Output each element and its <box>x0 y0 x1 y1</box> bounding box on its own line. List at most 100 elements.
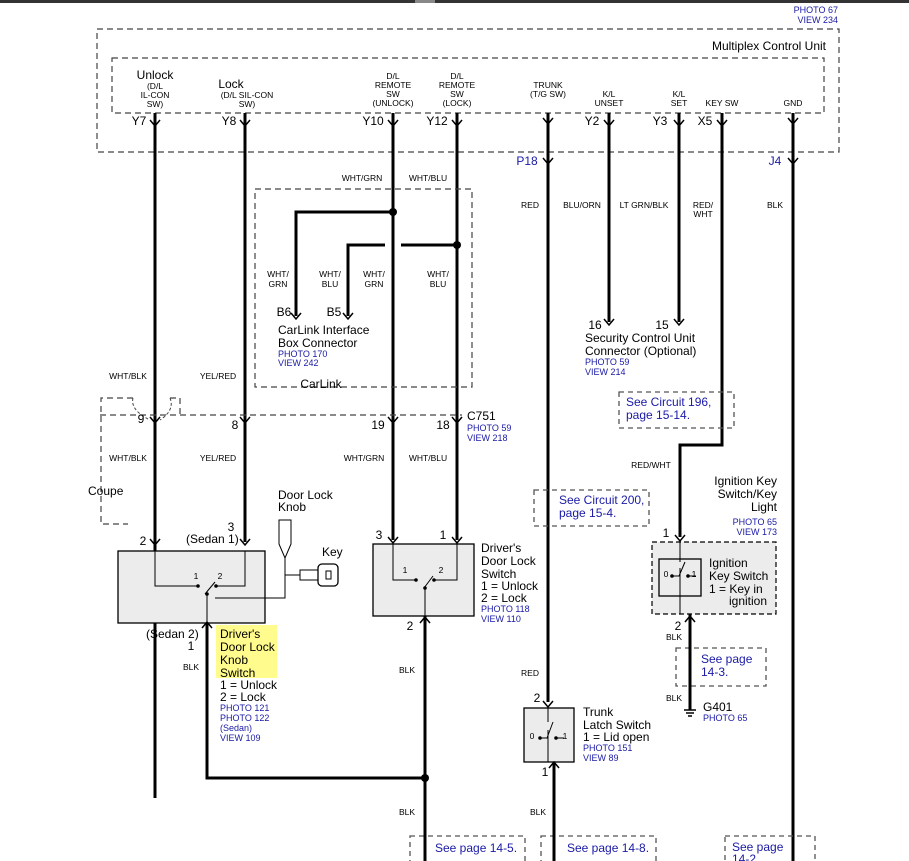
door-lock-switch: 1 2 3 1 2 Driver's Door Lock Switch 1 = … <box>372 528 539 633</box>
coupe-curve-left <box>132 397 151 421</box>
arrow-y8 <box>239 119 251 128</box>
ref-circuit-200[interactable]: See Circuit 200, page 15-4. <box>533 489 650 527</box>
window-top-handle <box>415 0 435 3</box>
ref-page-14-8[interactable]: See page 14-8. <box>540 835 657 861</box>
ign-name-2: Key Switch <box>709 569 768 583</box>
splice-wht-blu <box>453 241 461 249</box>
ref-page-14-2-l2: 14-2. <box>732 852 759 861</box>
door-inner-1: 1 <box>403 565 408 575</box>
unit-photo: PHOTO 67 <box>794 5 838 15</box>
arrow-knob-3 <box>239 538 251 547</box>
pin-j4: J4 <box>769 154 782 168</box>
window-top-strip <box>0 0 909 3</box>
ref-page-14-3-l2: 14-3. <box>701 665 728 679</box>
terminal-key-sw: KEY SW X5 <box>698 98 739 128</box>
carlink-view: VIEW 242 <box>278 358 319 368</box>
knob-pin-1: 1 <box>188 639 195 653</box>
arrow-sec-16 <box>603 318 615 327</box>
coupe-label: Coupe <box>88 484 124 498</box>
trunk-switch-internal <box>540 708 564 762</box>
wire-carlink-b5 <box>346 243 457 316</box>
wire-label-y12-2: BLU <box>430 279 447 289</box>
ref-circuit-196-box <box>618 391 735 429</box>
wire-label-y12-1: WHT/ <box>427 269 449 279</box>
c751-pin-18: 18 <box>436 418 450 432</box>
arrow-y3 <box>673 119 685 128</box>
sec-name-1: Security Control Unit <box>585 331 696 345</box>
terminal-remote-lock-l2: REMOTE <box>439 80 476 90</box>
door-knob-label-2: Knob <box>278 500 306 514</box>
terminal-kl-unset-l1: K/L <box>603 89 616 99</box>
trunk-latch-switch: 0 1 2 1 Trunk Latch Switch 1 = Lid open … <box>523 691 651 779</box>
ign-name-1: Ignition <box>709 556 748 570</box>
door-pin-2: 2 <box>407 619 414 633</box>
arrow-p18 <box>542 157 554 166</box>
terminal-remote-unlock: D/L REMOTE SW (UNLOCK) Y10 <box>362 71 413 128</box>
wire-label-blk-gnd: BLK <box>767 200 783 210</box>
terminal-remote-unlock-l1: D/L <box>386 71 400 81</box>
c751-arrow-8 <box>239 416 251 425</box>
door-knob-label-1: Door Lock <box>278 488 334 502</box>
ign-view: VIEW 173 <box>736 527 777 537</box>
trunk-contact-0 <box>538 736 542 740</box>
ref-page-14-2-box <box>724 835 816 861</box>
wire-label-red-wht-1: RED/ <box>693 200 714 210</box>
terminal-gnd-label: GND <box>784 98 803 108</box>
ref-circuit-196[interactable]: See Circuit 196, page 15-14. <box>618 391 735 429</box>
ref-page-14-2[interactable]: See page 14-2. <box>724 835 816 861</box>
terminal-unlock: Unlock (D/L IL-CON SW) Y7 <box>132 68 175 128</box>
ign-inner-0: 0 <box>664 569 669 579</box>
pin-y2: Y2 <box>585 114 600 128</box>
knob-pivot <box>205 592 209 596</box>
pin-p18: P18 <box>516 154 538 168</box>
knob-pin-3: 3 <box>228 520 235 534</box>
terminal-unlock-label: Unlock <box>137 68 175 82</box>
trunk-contact-1 <box>554 736 558 740</box>
trunk-photo: PHOTO 151 <box>583 743 632 753</box>
terminal-trunk-l1: TRUNK <box>533 80 563 90</box>
terminal-lock: Lock (D/L SIL-CON SW) Y8 <box>218 77 273 128</box>
arrow-sec-15 <box>673 318 685 327</box>
key-head <box>317 563 339 587</box>
arrow-trunk <box>542 117 554 126</box>
carlink-photo: PHOTO 170 <box>278 349 327 359</box>
arrow-door-1 <box>451 536 463 545</box>
unit-title: Multiplex Control Unit <box>712 39 827 53</box>
trunk-legend: 1 = Lid open <box>583 730 649 744</box>
ign-head-2: Switch/Key <box>718 487 777 501</box>
knob-inner-1: 1 <box>194 571 199 581</box>
ref-page-14-5[interactable]: See page 14-5. <box>409 835 526 861</box>
terminal-kl-set-l1: K/L <box>673 89 686 99</box>
pin-x5: X5 <box>698 114 713 128</box>
door-lock-knob-icon: Door Lock Knob <box>215 488 334 599</box>
key-blade <box>299 569 321 581</box>
door-pin-3: 3 <box>376 528 383 542</box>
wire-carlink-b6 <box>294 210 393 316</box>
terminal-lock-sub2: SW) <box>239 99 256 109</box>
terminal-remote-unlock-l4: (UNLOCK) <box>372 98 413 108</box>
ign-head-3: Light <box>751 500 778 514</box>
door-photo: PHOTO 118 <box>481 604 530 614</box>
ref-circuit-196-l2: page 15-14. <box>626 408 690 422</box>
ign-inner-1: 1 <box>692 569 697 579</box>
pin-y12: Y12 <box>426 114 448 128</box>
trunk-switch-body <box>523 707 575 763</box>
ref-page-14-3-box <box>675 647 767 687</box>
trunk-inner-1: 1 <box>563 731 568 741</box>
trunk-inner-0: 0 <box>530 731 535 741</box>
arrow-knob-2 <box>149 538 161 547</box>
door-name-3: Switch <box>481 567 516 581</box>
terminal-unlock-sub2: IL-CON <box>141 90 170 100</box>
ref-page-14-3[interactable]: See page 14-3. <box>675 647 767 687</box>
arrow-y7 <box>149 119 161 128</box>
carlink-name-2: Box Connector <box>278 336 357 350</box>
knob-name-2: Door Lock <box>220 640 276 654</box>
arrow-gnd <box>787 117 799 126</box>
coupe-outline-right <box>170 397 181 415</box>
knob-sedan-1: (Sedan 1) <box>186 532 239 546</box>
wire-label-blk-bottom-1: BLK <box>399 807 415 817</box>
wire-label-blk-door: BLK <box>399 665 415 675</box>
terminal-remote-lock-l1: D/L <box>450 71 464 81</box>
trunk-switch-blade <box>546 721 554 739</box>
terminal-trunk: TRUNK (T/G SW) <box>530 80 566 99</box>
